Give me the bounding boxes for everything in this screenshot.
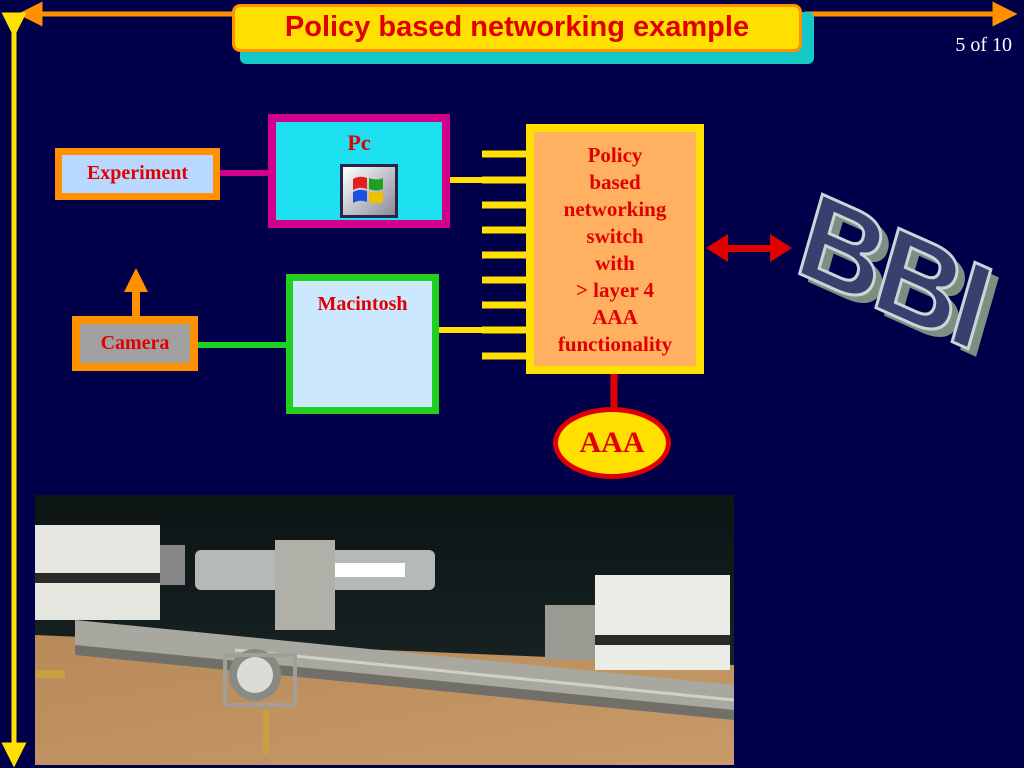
windows-logo-icon bbox=[340, 164, 398, 218]
switch-text: Policy based networking switch with > la… bbox=[534, 132, 696, 358]
switch-line: with bbox=[595, 251, 635, 275]
switch-line: based bbox=[589, 170, 641, 194]
macintosh-box: Macintosh bbox=[286, 274, 439, 414]
page-indicator: 5 of 10 bbox=[955, 34, 1012, 56]
title-box bbox=[232, 4, 802, 52]
policy-switch-box: Policy based networking switch with > la… bbox=[526, 124, 704, 374]
aaa-ellipse: AAA bbox=[553, 407, 671, 479]
switch-ports bbox=[482, 150, 530, 360]
bbi-logo-face: BBI bbox=[784, 165, 1004, 377]
experiment-label: Experiment bbox=[62, 155, 213, 193]
macintosh-label: Macintosh bbox=[317, 293, 408, 315]
camera-label: Camera bbox=[80, 324, 190, 363]
switch-line: Policy bbox=[587, 143, 643, 167]
page-title: Policy based networking example bbox=[284, 11, 750, 43]
up-arrow-icon bbox=[124, 268, 148, 320]
experiment-box: Experiment bbox=[55, 148, 220, 200]
double-headed-arrow-icon bbox=[706, 234, 792, 262]
camera-box: Camera bbox=[72, 316, 198, 371]
switch-line: functionality bbox=[557, 332, 673, 356]
pc-label: Pc bbox=[347, 130, 371, 155]
switch-line: switch bbox=[586, 224, 644, 248]
switch-line: AAA bbox=[592, 305, 638, 329]
aaa-label: AAA bbox=[579, 426, 645, 459]
experiment-photo bbox=[35, 495, 734, 765]
switch-line: > layer 4 bbox=[575, 278, 655, 302]
switch-line: networking bbox=[563, 197, 667, 221]
pc-box: Pc bbox=[268, 114, 450, 228]
bbi-logo: BBI BBI bbox=[784, 160, 1010, 430]
